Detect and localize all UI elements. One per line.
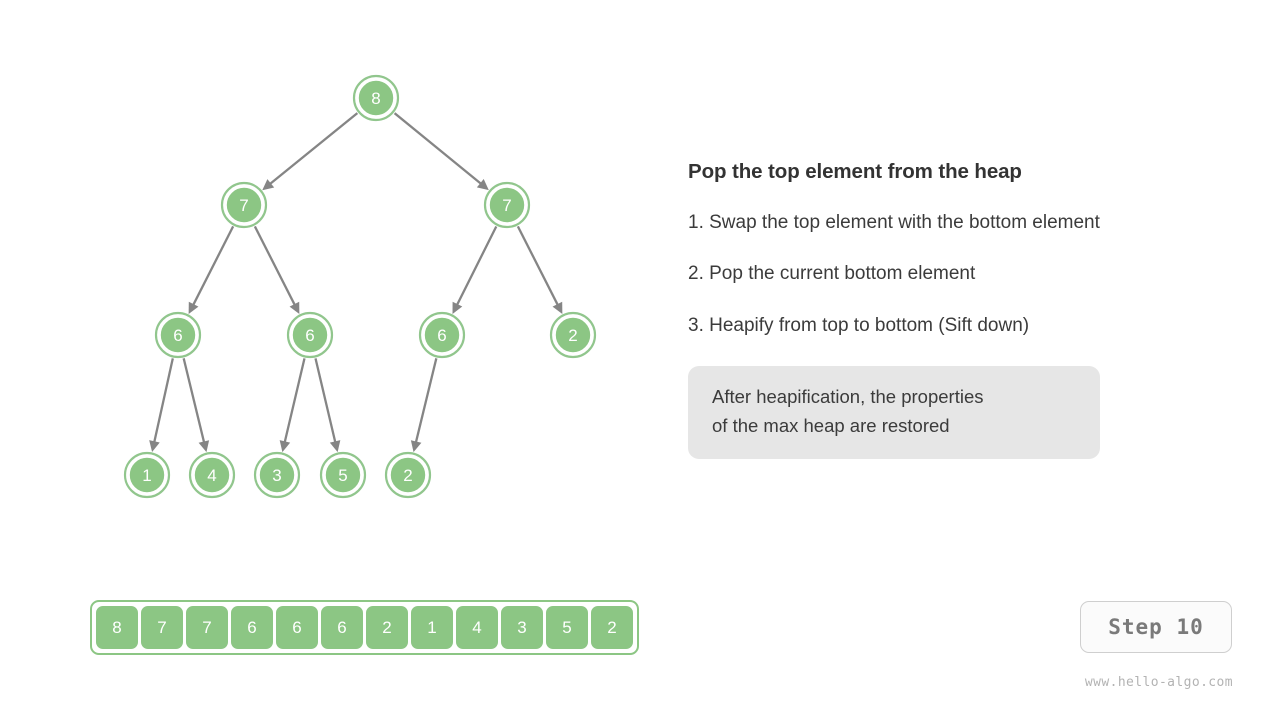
tree-node: 6 bbox=[286, 311, 334, 359]
tree-node: 7 bbox=[220, 181, 268, 229]
tree-node-label: 1 bbox=[142, 466, 151, 485]
status-badge: Step 10 bbox=[1080, 601, 1232, 653]
array-cell: 3 bbox=[500, 605, 544, 650]
tree-node-label: 8 bbox=[371, 89, 380, 108]
array-cell: 2 bbox=[590, 605, 634, 650]
tree-node: 6 bbox=[418, 311, 466, 359]
tree-node: 2 bbox=[549, 311, 597, 359]
tree-node-label: 3 bbox=[272, 466, 281, 485]
array-cell: 7 bbox=[140, 605, 184, 650]
array-cell: 2 bbox=[365, 605, 409, 650]
tree-node-label: 2 bbox=[403, 466, 412, 485]
array-cell: 5 bbox=[545, 605, 589, 650]
array-cell: 1 bbox=[410, 605, 454, 650]
tree-node-label: 7 bbox=[502, 196, 511, 215]
tree-edge bbox=[182, 358, 210, 453]
tree-edge bbox=[279, 358, 306, 453]
note-callout: After heapification, the properties of t… bbox=[688, 365, 1100, 460]
array-cell: 8 bbox=[95, 605, 139, 650]
tree-edge bbox=[452, 225, 498, 314]
tree-node-label: 7 bbox=[239, 196, 248, 215]
tree-edge bbox=[516, 225, 563, 315]
tree-node: 5 bbox=[319, 451, 367, 499]
tree-node: 4 bbox=[188, 451, 236, 499]
watermark: www.hello-algo.com bbox=[1084, 675, 1233, 690]
tree-node: 8 bbox=[352, 74, 400, 122]
tree-node-label: 2 bbox=[568, 326, 577, 345]
array-cell: 6 bbox=[230, 605, 274, 650]
note-line-1: After heapification, the properties bbox=[712, 385, 984, 407]
tree-node-label: 6 bbox=[173, 326, 182, 345]
tree-node: 7 bbox=[483, 181, 531, 229]
tree-node: 2 bbox=[384, 451, 432, 499]
instruction-step-1: 1. Swap the top element with the bottom … bbox=[688, 211, 1100, 233]
tree-edge bbox=[149, 358, 174, 453]
tree-edge bbox=[262, 112, 359, 191]
tree-node-label: 6 bbox=[305, 326, 314, 345]
array-cell: 7 bbox=[185, 605, 229, 650]
tree-node: 1 bbox=[123, 451, 171, 499]
tree-edge bbox=[188, 225, 235, 315]
tree-node: 3 bbox=[253, 451, 301, 499]
tree-node-label: 4 bbox=[207, 466, 216, 485]
note-line-2: of the max heap are restored bbox=[712, 415, 950, 437]
tree-node-label: 6 bbox=[437, 326, 446, 345]
tree-node-label: 5 bbox=[338, 466, 347, 485]
instruction-step-3: 3. Heapify from top to bottom (Sift down… bbox=[688, 315, 1030, 337]
tree-edge bbox=[314, 358, 341, 453]
tree-edge bbox=[410, 358, 438, 453]
array-cell: 6 bbox=[275, 605, 319, 650]
instruction-step-2: 2. Pop the current bottom element bbox=[688, 263, 976, 285]
explanation-panel: Pop the top element from the heap 1. Swa… bbox=[688, 160, 1248, 460]
array-cell: 6 bbox=[320, 605, 364, 650]
page-title: Pop the top element from the heap bbox=[688, 160, 1022, 183]
heap-tree-diagram: 8 7 7 6 6 6 2 1 4 3 5 2 bbox=[123, 74, 597, 499]
tree-edge bbox=[253, 225, 300, 315]
array-cell: 4 bbox=[455, 605, 499, 650]
tree-edge bbox=[393, 112, 489, 191]
tree-node: 6 bbox=[154, 311, 202, 359]
